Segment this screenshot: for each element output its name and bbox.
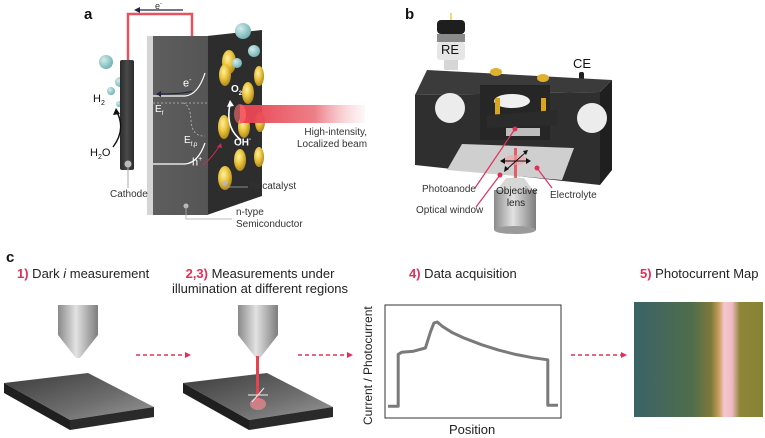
step1-objective bbox=[58, 305, 98, 335]
scan-direction-arrows bbox=[502, 151, 529, 171]
electron-band-label: e- bbox=[183, 77, 192, 90]
photocurrent-map bbox=[634, 302, 763, 417]
semiconductor-label-line1: n-type bbox=[236, 207, 264, 218]
semiconductor-label-line2: Semiconductor bbox=[236, 219, 303, 230]
beam-label: High-intensity, Localized beam bbox=[297, 127, 367, 151]
step-5-text: Photocurrent Map bbox=[651, 266, 759, 281]
step2-beam bbox=[256, 356, 259, 401]
step2-objective bbox=[238, 305, 278, 335]
panel-a-label: a bbox=[84, 6, 93, 23]
step-1-text-post: measurement bbox=[66, 266, 150, 281]
chart-frame bbox=[384, 304, 562, 419]
chart-ylabel: Current / Photocurrent bbox=[361, 306, 375, 425]
chart-xlabel: Position bbox=[449, 422, 496, 437]
hole-label: h+ bbox=[192, 156, 203, 169]
step-4-text: Data acquisition bbox=[420, 266, 517, 281]
step-5-label: 5) Photocurrent Map bbox=[640, 266, 759, 281]
semiconductor-front bbox=[152, 36, 208, 215]
cell-body-side bbox=[600, 80, 612, 185]
h2o-label: H2O bbox=[90, 147, 111, 162]
ce-label: CE bbox=[573, 56, 592, 71]
optical-window-label: Optical window bbox=[416, 205, 484, 216]
cathode-rod bbox=[120, 60, 134, 170]
step-23-number: 2,3) bbox=[185, 266, 208, 281]
step-23-label: 2,3) Measurements under illumination at … bbox=[170, 266, 350, 296]
panel-b-label: b bbox=[405, 6, 415, 23]
side-window-left bbox=[435, 93, 465, 123]
objective-lens-line2: lens bbox=[506, 198, 526, 209]
objective-lens bbox=[494, 190, 536, 230]
ni-catalyst-label: Ni catalyst bbox=[250, 181, 297, 192]
step-23-line1: Measurements under bbox=[207, 266, 335, 281]
step-1-number: 1) bbox=[17, 266, 29, 281]
step-1-label: 1) Dark i measurement bbox=[17, 266, 149, 281]
reference-electrode bbox=[437, 20, 465, 34]
panel-c-label: c bbox=[6, 249, 15, 266]
beam-label-line2: Localized beam bbox=[297, 139, 368, 150]
step1-sample-top bbox=[4, 373, 154, 420]
side-window-right bbox=[577, 103, 607, 133]
fermi-level-label: Ef bbox=[155, 104, 164, 117]
beam-label-line1: High-intensity, bbox=[304, 127, 368, 138]
step-4-number: 4) bbox=[409, 266, 421, 281]
step-1-text: Dark bbox=[28, 266, 64, 281]
semiconductor-label: n-type Semiconductor bbox=[236, 207, 303, 231]
o2-label: O2 bbox=[231, 84, 243, 97]
step-1-italic: i bbox=[63, 266, 67, 281]
circuit-wire bbox=[126, 12, 194, 62]
step-5-number: 5) bbox=[640, 266, 652, 281]
quasi-fermi-label: Ef,p bbox=[184, 135, 198, 148]
photoanode-label: Photoanode bbox=[422, 184, 476, 195]
electron-label-top: e- bbox=[155, 1, 163, 11]
electrolyte-label: Electrolyte bbox=[550, 190, 597, 201]
hydroxide-label: OH- bbox=[234, 137, 251, 149]
localized-beam bbox=[240, 105, 365, 123]
step-23-line2: illumination at different regions bbox=[171, 281, 349, 296]
chart-current-trace bbox=[388, 320, 558, 408]
cell-body-top bbox=[415, 70, 612, 95]
h2-label: H2 bbox=[93, 93, 105, 108]
objective-lens-line1: Objective bbox=[496, 186, 538, 197]
step-4-label: 4) Data acquisition bbox=[409, 266, 517, 281]
cathode-label: Cathode bbox=[110, 189, 148, 200]
re-label: RE bbox=[441, 42, 460, 57]
objective-lens-label: Objective lens bbox=[496, 186, 538, 210]
